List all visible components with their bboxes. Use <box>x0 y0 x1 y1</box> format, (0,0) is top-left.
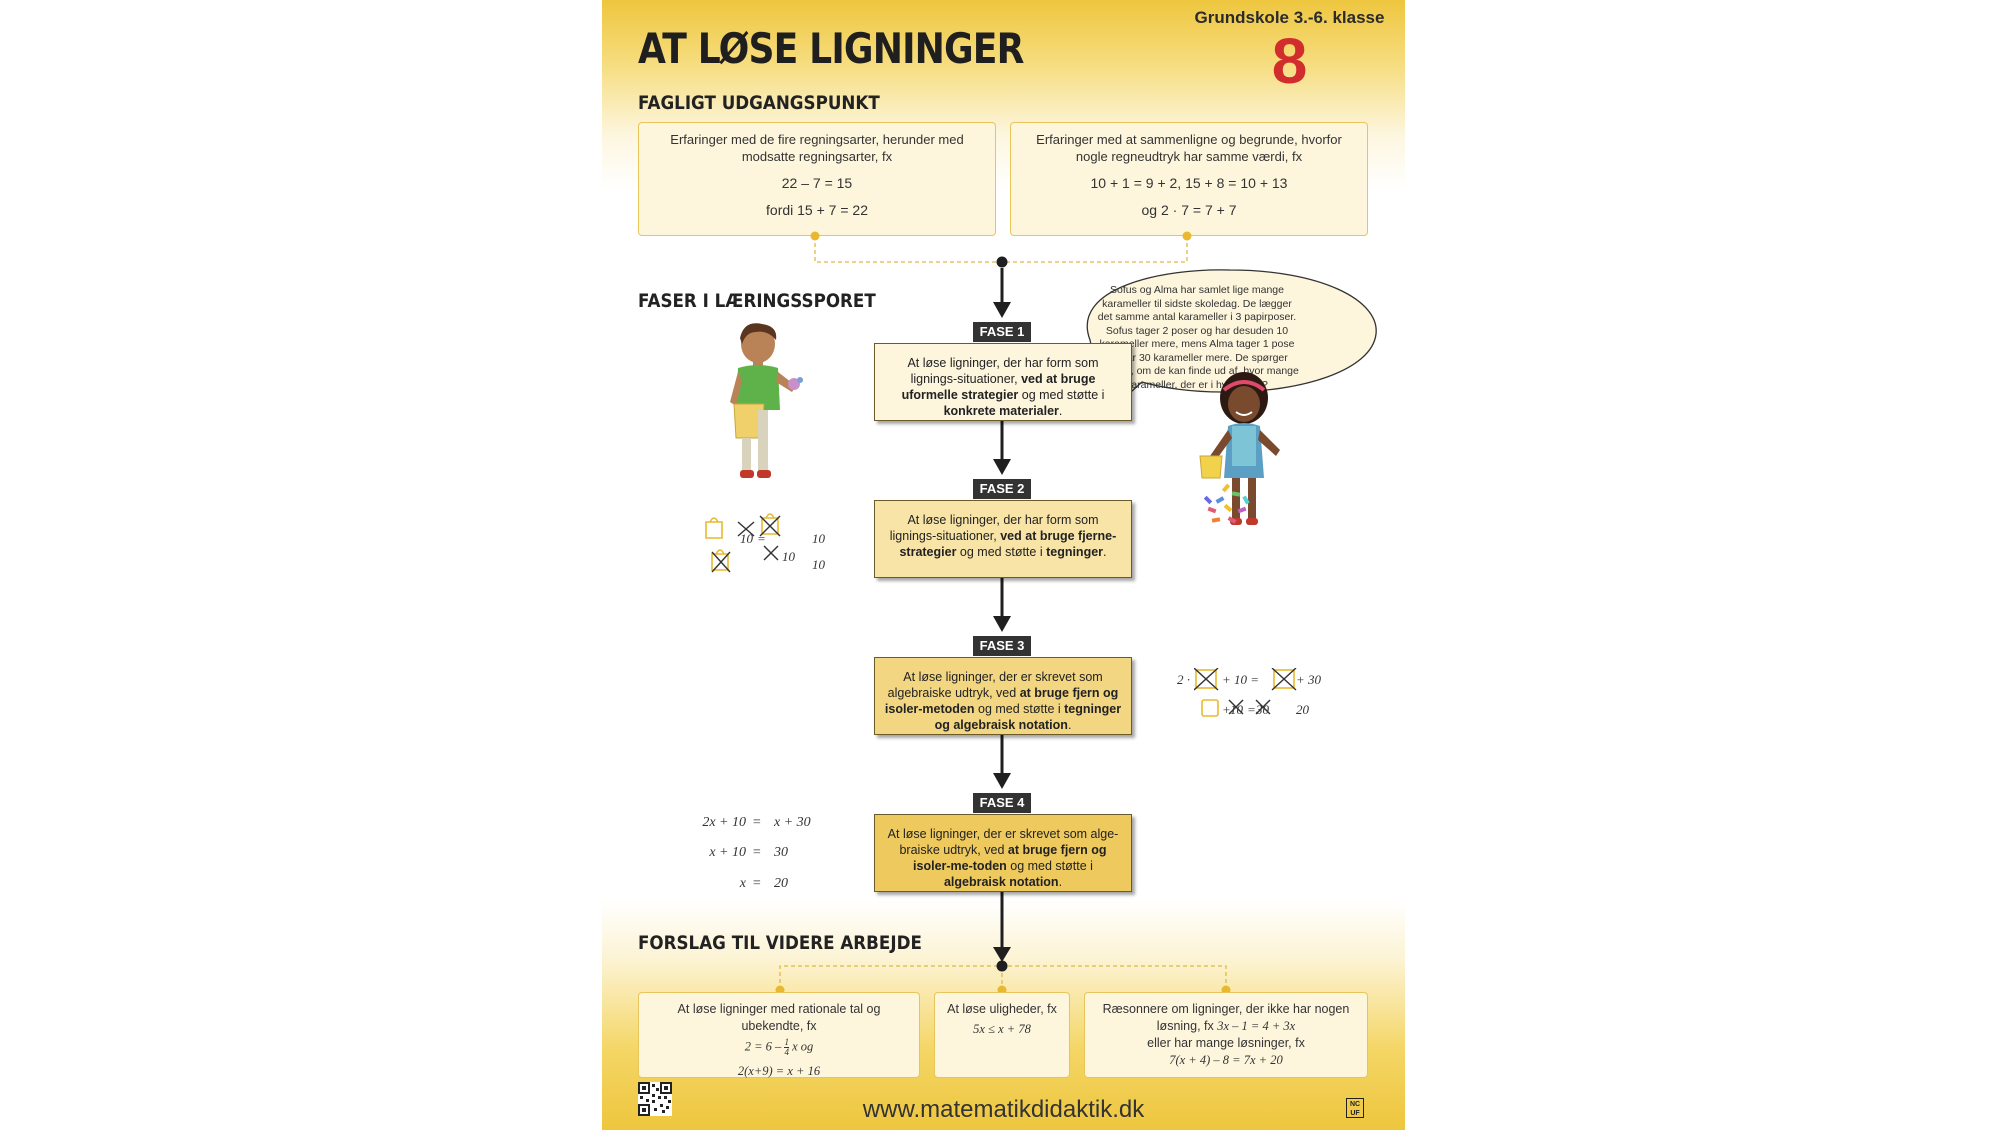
suggestion-text-3b: løsning, fx 3x – 1 = 4 + 3x <box>1156 1019 1296 1033</box>
fase4-rhs-3: 20 <box>774 876 788 891</box>
fase2-num-c: 10 <box>782 549 795 564</box>
poster: AT LØSE LIGNINGER Grundskole 3.-6. klass… <box>602 0 1405 1130</box>
suggestion-text-1: At løse ligninger med rationale tal og u… <box>677 1002 881 1033</box>
fase4-lhs-2: x + 10 <box>709 845 746 860</box>
fase3-num-10: 10 <box>1230 702 1243 717</box>
fase4-rhs-2: 30 <box>774 845 788 860</box>
fase3-eq-l1c: + 30 <box>1296 672 1322 687</box>
suggestion-eq-3: 7(x + 4) – 8 = 7x + 20 <box>1169 1053 1283 1067</box>
prerequisite-eq-2b: og 2 · 7 = 7 + 7 <box>1141 202 1237 218</box>
suggestion-box-2: At løse uligheder, fx 5x ≤ x + 78 <box>934 992 1070 1078</box>
prerequisite-text-1: Erfaringer med de fire regningsarter, he… <box>670 132 964 164</box>
fase2-bags-drawing <box>705 513 781 573</box>
qr-code-icon <box>638 1082 672 1116</box>
page-title: AT LØSE LIGNINGER <box>638 24 1024 73</box>
fase3-eq-l1b: + 10 = <box>1222 672 1260 687</box>
phase-box-3: At løse ligninger, der er skrevet som al… <box>874 657 1132 735</box>
fase3-bags-drawing <box>1194 668 1297 717</box>
phase-label-3: FASE 3 <box>973 636 1031 656</box>
fase2-num-b: 10 <box>812 531 825 546</box>
suggestion-box-1: At løse ligninger med rationale tal og u… <box>638 992 920 1078</box>
fase2-num-d: 10 <box>812 557 825 572</box>
fase3-eq-l2c: 20 <box>1296 702 1309 717</box>
fase3-num-30: 30 <box>1256 702 1269 717</box>
suggestion-eq-2: 5x ≤ x + 78 <box>973 1022 1031 1036</box>
fase4-eq-3: = <box>752 876 762 891</box>
section-heading-udgangspunkt: FAGLIGT UDGANGSPUNKT <box>638 92 880 114</box>
candy-pile-illustration <box>1203 483 1250 524</box>
fase2-num-a: 10 <box>740 531 753 546</box>
fase3-eq-l1a: 2 · <box>1177 672 1190 687</box>
suggestion-text-3a: Ræsonnere om ligninger, der ikke har nog… <box>1102 1002 1350 1016</box>
phase-label-2: FASE 2 <box>973 479 1031 499</box>
boy-illustration <box>730 323 803 478</box>
suggestion-text-3c: eller har mange løsninger, fx <box>1147 1036 1305 1050</box>
fase3-eq-l2a: + <box>1222 702 1231 717</box>
fraction: 1 4 <box>784 1037 789 1057</box>
phase-label-1: FASE 1 <box>973 322 1031 342</box>
prerequisite-eq-1a: 22 – 7 = 15 <box>781 175 853 191</box>
fase4-eq-2: = <box>752 845 762 860</box>
speech-bubble <box>1086 269 1377 420</box>
fase4-eq-1: = <box>752 815 762 830</box>
fase4-lhs-3: x <box>739 876 746 891</box>
girl-illustration <box>1199 372 1280 525</box>
phase-box-1: At løse ligninger, der har form som lign… <box>874 343 1132 421</box>
suggestion-text-2: At løse uligheder, fx <box>947 1002 1057 1016</box>
section-heading-videre-arbejde: FORSLAG TIL VIDERE ARBEJDE <box>638 932 922 954</box>
prerequisite-box-2: Erfaringer med at sammenligne og begrund… <box>1010 122 1368 236</box>
prerequisite-box-1: Erfaringer med de fire regningsarter, he… <box>638 122 996 236</box>
suggestion-box-3: Ræsonnere om ligninger, der ikke har nog… <box>1084 992 1368 1078</box>
suggestion-eq-1a: 2 = 6 – 1 4 x og <box>744 1037 814 1057</box>
fase4-rhs-1: x + 30 <box>774 815 811 830</box>
suggestion-eq-1b: 2(x+9) = x + 16 <box>737 1064 821 1078</box>
phase-box-2: At løse ligninger, der har form som lign… <box>874 500 1132 578</box>
prerequisite-eq-1b: fordi 15 + 7 = 22 <box>766 202 868 218</box>
grade-label: Grundskole 3.-6. klasse <box>1194 8 1385 27</box>
fase2-equals: = <box>757 531 766 546</box>
phase-box-4: At løse ligninger, der er skrevet som al… <box>874 814 1132 892</box>
fase4-lhs-1: 2x + 10 <box>702 815 746 830</box>
poster-number: 8 <box>1271 25 1308 97</box>
phase-label-4: FASE 4 <box>973 793 1031 813</box>
website-url[interactable]: www.matematikdidaktik.dk <box>862 1096 1145 1123</box>
prerequisite-text-2: Erfaringer med at sammenligne og begrund… <box>1036 132 1342 164</box>
publisher-logo: NC UF <box>1346 1098 1364 1118</box>
prerequisite-eq-2a: 10 + 1 = 9 + 2, 15 + 8 = 10 + 13 <box>1090 175 1288 191</box>
fase3-eq-l2b: = <box>1247 702 1256 717</box>
section-heading-faser: FASER I LÆRINGSSPORET <box>638 290 876 312</box>
